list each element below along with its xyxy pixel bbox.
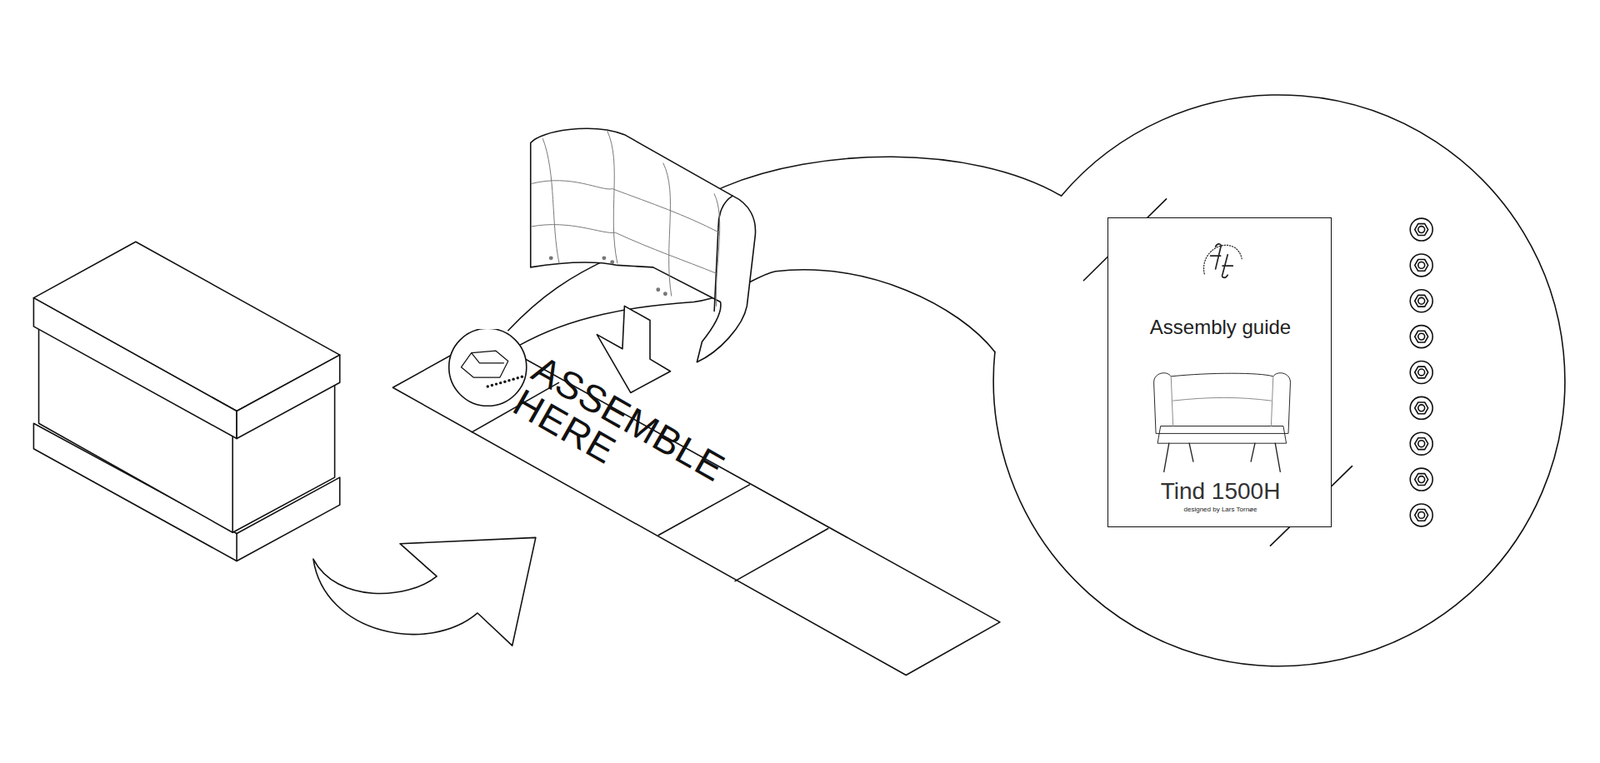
- place-arrow: [596, 305, 670, 393]
- screw: [1410, 254, 1433, 277]
- screw-head: [1410, 396, 1433, 420]
- screw-hex: [1415, 438, 1429, 450]
- screw-socket: [1418, 440, 1425, 448]
- screw: [1410, 218, 1433, 241]
- screw: [1410, 290, 1433, 313]
- screw-head: [1410, 432, 1433, 455]
- backrest-footprint-icon: [460, 350, 508, 378]
- screw-dot: [495, 382, 498, 385]
- mat-divider: [658, 485, 750, 536]
- screw-head: [1410, 361, 1433, 385]
- screw-head: [1410, 325, 1433, 349]
- mat-label: ASSEMBLE HERE: [507, 349, 745, 529]
- sofa-thumbnail: [1154, 373, 1291, 473]
- screw: [1410, 432, 1433, 455]
- screw-hex: [1415, 260, 1429, 272]
- mat-callout-circle: [449, 329, 527, 406]
- screw-socket: [1418, 297, 1425, 305]
- brand-logo: [1204, 244, 1243, 278]
- screw-column: [1410, 218, 1433, 527]
- assembly-guide-booklet: Assembly guideTind 1500Hdesigned by Lars…: [1107, 217, 1332, 528]
- screw-head: [1410, 468, 1433, 491]
- screw-dot: [516, 376, 520, 380]
- product-name: Tind 1500H: [1108, 478, 1333, 505]
- screw-dot: [499, 381, 502, 385]
- booklet-title: Assembly guide: [1108, 315, 1333, 340]
- mat-divider: [735, 528, 830, 582]
- screw-hex: [1415, 330, 1429, 343]
- screw-hex: [1415, 366, 1429, 379]
- screw-hex: [1415, 402, 1429, 415]
- screw-dot: [486, 385, 490, 388]
- designer-credit: designed by Lars Tornøe: [1108, 506, 1333, 515]
- screw-hex: [1415, 295, 1429, 307]
- screw-dot: [511, 378, 515, 381]
- screw-socket: [1418, 369, 1425, 376]
- screw-head: [1410, 290, 1433, 313]
- screw: [1410, 468, 1433, 491]
- move-arrow: [313, 537, 536, 646]
- callout-circle: [993, 95, 1565, 667]
- screw-hex: [1415, 474, 1429, 486]
- screw-head: [1410, 254, 1433, 277]
- screw-hex: [1415, 224, 1429, 236]
- screw: [1410, 504, 1433, 527]
- screw: [1410, 361, 1433, 385]
- screw-socket: [1418, 476, 1425, 484]
- shipping-box: [33, 241, 340, 561]
- screw: [1410, 325, 1433, 349]
- assembly-mat: ASSEMBLE HERE: [383, 329, 1017, 688]
- screw-hex: [1415, 510, 1429, 522]
- screw-dot: [520, 375, 524, 379]
- screw-dot: [503, 380, 506, 383]
- screw-socket: [1418, 405, 1425, 412]
- screw-dot: [507, 379, 510, 382]
- screw-socket: [1418, 261, 1425, 269]
- mat-outline: [383, 329, 1017, 688]
- screw: [1410, 396, 1433, 420]
- screw-dot: [490, 384, 494, 387]
- screw-socket: [1418, 226, 1425, 234]
- screw-socket: [1418, 511, 1425, 519]
- screw-head: [1410, 218, 1433, 241]
- screw-socket: [1418, 333, 1425, 340]
- screw-head: [1410, 504, 1433, 527]
